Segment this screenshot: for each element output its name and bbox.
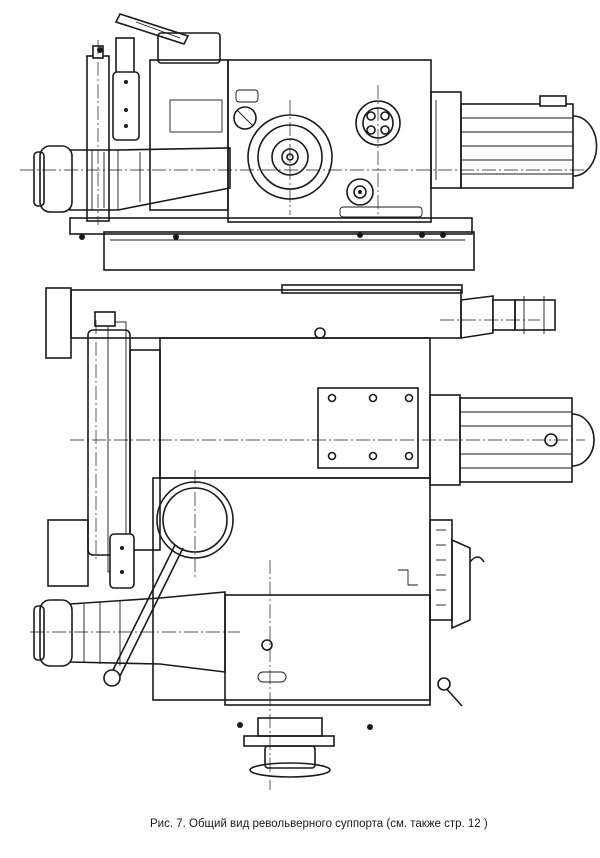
left-jaw-bottom (47, 519, 89, 587)
slide-rail (69, 217, 473, 235)
bolt-rosette (355, 100, 401, 146)
plan-column (87, 329, 131, 556)
middle-slide (159, 337, 431, 479)
handwheel (249, 762, 331, 778)
lower-knob (346, 178, 374, 206)
front-elevation-view (20, 13, 598, 271)
handwheel-hub (257, 717, 323, 737)
main-body (149, 59, 229, 211)
plan-view (30, 284, 595, 790)
figure-caption: Рис. 7. Общий вид револьверного суппорта… (150, 818, 488, 830)
top-lever-housing (157, 32, 221, 64)
left-jaw-top (45, 287, 72, 359)
small-dial (233, 106, 257, 130)
right-feed-cage (430, 91, 598, 189)
cover-plate (317, 387, 419, 469)
upper-rail (70, 289, 462, 339)
left-eyepiece-tube (33, 145, 231, 213)
lower-block (152, 477, 431, 701)
lower-eyepiece-tube (33, 591, 226, 673)
base-plate (103, 231, 475, 271)
